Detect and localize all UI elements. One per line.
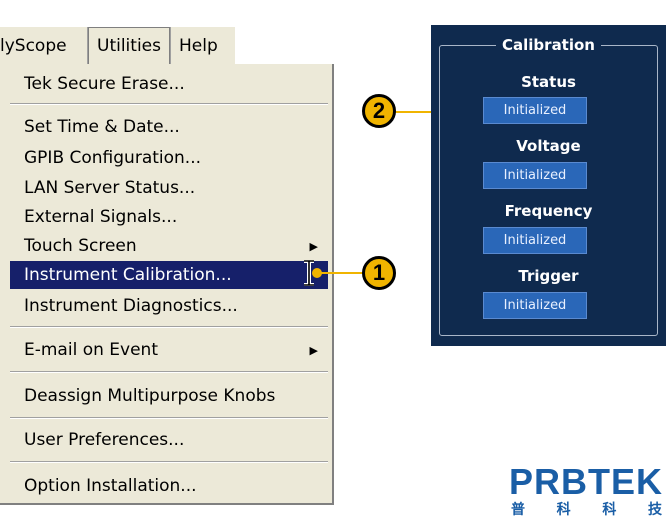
- menu-separator: [10, 103, 328, 105]
- menu-myscope[interactable]: lyScope: [0, 27, 88, 64]
- submenu-arrow-icon: ▶: [309, 343, 318, 357]
- trigger-label: Trigger: [518, 267, 579, 285]
- menu-help[interactable]: Help: [169, 27, 226, 64]
- menu-bar: lyScope Utilities Help: [0, 27, 235, 65]
- menu-item-external-signals[interactable]: External Signals...: [24, 207, 178, 227]
- menu-item-instrument-calibration[interactable]: Instrument Calibration...: [10, 261, 328, 289]
- calibration-title: Calibration: [431, 35, 666, 54]
- menu-item-tek-secure-erase[interactable]: Tek Secure Erase...: [24, 74, 185, 94]
- menu-utilities[interactable]: Utilities: [88, 27, 170, 64]
- submenu-arrow-icon: ▶: [309, 239, 318, 253]
- utilities-dropdown: Tek Secure Erase... Set Time & Date... G…: [0, 64, 334, 505]
- menu-item-touch-screen[interactable]: Touch Screen▶: [24, 236, 318, 256]
- menu-separator: [10, 371, 328, 373]
- menu-item-email-on-event[interactable]: E-mail on Event▶: [24, 340, 318, 360]
- callout-1-badge: 1: [362, 256, 396, 290]
- trigger-value: Initialized: [483, 292, 587, 319]
- menu-separator: [10, 326, 328, 328]
- menu-separator: [10, 461, 328, 463]
- callout-1-dot: [312, 268, 322, 278]
- menu-item-gpib-configuration[interactable]: GPIB Configuration...: [24, 148, 202, 168]
- menu-item-user-preferences[interactable]: User Preferences...: [24, 430, 185, 450]
- voltage-label: Voltage: [516, 137, 581, 155]
- menu-separator: [10, 417, 328, 419]
- calibration-panel: Calibration Status Initialized Voltage I…: [431, 25, 666, 346]
- menu-item-set-time-date[interactable]: Set Time & Date...: [24, 117, 180, 137]
- frequency-value: Initialized: [483, 227, 587, 254]
- menu-item-lan-server-status[interactable]: LAN Server Status...: [24, 178, 196, 198]
- callout-1-line: [317, 272, 365, 274]
- menu-item-option-installation[interactable]: Option Installation...: [24, 476, 197, 496]
- logo-brand: PRBTEK: [509, 461, 664, 502]
- status-value: Initialized: [483, 97, 587, 124]
- callout-2-line: [392, 111, 462, 113]
- callout-2-badge: 2: [362, 94, 396, 128]
- menu-item-deassign-multipurpose-knobs[interactable]: Deassign Multipurpose Knobs: [24, 386, 276, 406]
- prbtek-logo: PRBTEK 普科科技: [509, 461, 664, 517]
- voltage-value: Initialized: [483, 162, 587, 189]
- status-label: Status: [521, 73, 576, 91]
- logo-chinese: 普科科技: [511, 501, 662, 517]
- frequency-label: Frequency: [504, 202, 593, 220]
- text-cursor-icon: [304, 260, 314, 286]
- menu-item-instrument-diagnostics[interactable]: Instrument Diagnostics...: [24, 296, 238, 316]
